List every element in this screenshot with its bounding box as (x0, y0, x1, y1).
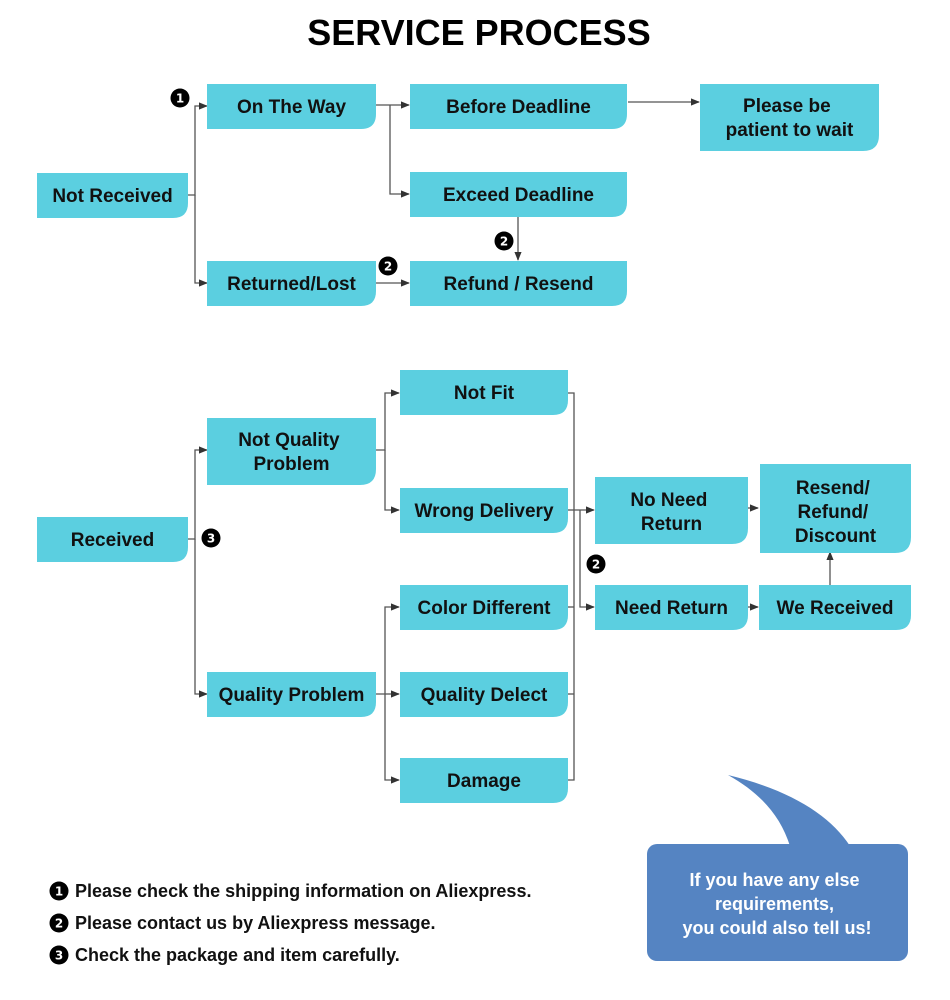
box-on-the-way: On The Way (207, 84, 376, 129)
svg-text:No Need Return: No Need Return (630, 490, 712, 535)
box-label: Discount (795, 526, 877, 547)
box-please-be-patient: Please be patient to wait (700, 84, 879, 151)
svg-text:Quality Problem: Quality Problem (219, 685, 365, 706)
badge-three: 3 (201, 528, 221, 548)
note-text: Please contact us by Aliexpress message. (75, 913, 436, 933)
svg-text:We Received: We Received (777, 598, 894, 619)
svg-text:Refund / Resend: Refund / Resend (444, 274, 594, 295)
box-label: Wrong Delivery (414, 501, 553, 522)
svg-text:Not Quality Problem: Not Quality Problem (238, 430, 345, 475)
svg-text:Color Different: Color Different (418, 598, 552, 619)
box-not-received: Not Received (37, 173, 188, 218)
box-label: Problem (253, 454, 329, 475)
box-label: Received (71, 530, 154, 551)
svg-text:Before Deadline: Before Deadline (446, 97, 591, 118)
svg-text:On The Way: On The Way (237, 97, 347, 118)
box-label: Quality Problem (219, 685, 365, 706)
svg-text:2: 2 (500, 235, 508, 249)
svg-text:Not Received: Not Received (52, 186, 172, 207)
box-color-different: Color Different (400, 585, 568, 630)
bubble-text: you could also tell us! (682, 918, 871, 938)
box-label: Before Deadline (446, 97, 591, 118)
svg-text:2: 2 (384, 260, 392, 274)
svg-text:3: 3 (55, 949, 63, 963)
box-label: Return (641, 514, 702, 535)
note-text: Please check the shipping information on… (75, 881, 531, 901)
page-title: SERVICE PROCESS (307, 12, 650, 53)
box-returned-lost: Returned/Lost (207, 261, 376, 306)
box-label: Damage (447, 771, 521, 792)
box-label: Not Fit (454, 383, 515, 404)
box-label: patient to wait (726, 120, 854, 141)
box-received: Received (37, 517, 188, 562)
box-we-received: We Received (759, 585, 911, 630)
box-exceed-deadline: Exceed Deadline (410, 172, 627, 217)
box-label: Resend/ (796, 478, 871, 499)
box-label: On The Way (237, 97, 347, 118)
box-no-need-return: No Need Return (595, 477, 748, 544)
box-before-deadline: Before Deadline (410, 84, 627, 129)
note-text: Check the package and item carefully. (75, 945, 400, 965)
box-quality-delect: Quality Delect (400, 672, 568, 717)
svg-text:Wrong Delivery: Wrong Delivery (414, 501, 553, 522)
note-two: 2 Please contact us by Aliexpress messag… (49, 913, 436, 933)
svg-text:Not Fit: Not Fit (454, 383, 515, 404)
svg-text:If you have any else req: If you have any else requirements, you c… (682, 870, 871, 938)
box-label: Need Return (615, 598, 728, 619)
box-label: Not Quality (238, 430, 340, 451)
svg-text:Exceed Deadline: Exceed Deadline (443, 185, 594, 206)
svg-text:2: 2 (592, 558, 600, 572)
connectors-not-received (188, 98, 700, 287)
svg-text:Quality Delect: Quality Delect (421, 685, 548, 706)
svg-text:1: 1 (176, 92, 184, 106)
bubble-text: If you have any else (689, 870, 859, 890)
box-refund-resend: Refund / Resend (410, 261, 627, 306)
svg-text:Received: Received (71, 530, 154, 551)
badge-one: 1 (170, 88, 190, 108)
bubble-text: requirements, (715, 894, 834, 914)
box-not-quality-problem: Not Quality Problem (207, 418, 376, 485)
connectors-received (188, 389, 834, 784)
svg-text:2: 2 (55, 917, 63, 931)
box-label: Please be (743, 96, 831, 117)
box-quality-problem: Quality Problem (207, 672, 376, 717)
box-damage: Damage (400, 758, 568, 803)
box-label: Refund / Resend (444, 274, 594, 295)
box-label: Exceed Deadline (443, 185, 594, 206)
note-three: 3 Check the package and item carefully. (49, 945, 400, 965)
svg-text:Please be patient to wai: Please be patient to wait (726, 96, 854, 141)
svg-text:Damage: Damage (447, 771, 521, 792)
svg-text:Need Return: Need Return (615, 598, 728, 619)
svg-text:Resend/ Refund/ Di: Resend/ Refund/ Discount (795, 478, 877, 547)
box-label: Quality Delect (421, 685, 548, 706)
note-one: 1 Please check the shipping information … (49, 881, 531, 901)
box-label: Not Received (52, 186, 172, 207)
box-need-return: Need Return (595, 585, 748, 630)
box-wrong-delivery: Wrong Delivery (400, 488, 568, 533)
svg-text:Returned/Lost: Returned/Lost (227, 274, 356, 295)
badge-two: 2 (494, 231, 514, 251)
box-resend-refund-discount: Resend/ Refund/ Discount (760, 464, 911, 553)
badge-two: 2 (378, 256, 398, 276)
speech-bubble: If you have any else requirements, you c… (647, 775, 908, 961)
box-not-fit: Not Fit (400, 370, 568, 415)
box-label: We Received (777, 598, 894, 619)
badge-two: 2 (586, 554, 606, 574)
box-label: Returned/Lost (227, 274, 356, 295)
svg-text:3: 3 (207, 532, 215, 546)
box-label: Color Different (418, 598, 552, 619)
box-label: Refund/ (798, 502, 869, 523)
box-label: No Need (630, 490, 707, 511)
svg-text:1: 1 (55, 885, 63, 899)
